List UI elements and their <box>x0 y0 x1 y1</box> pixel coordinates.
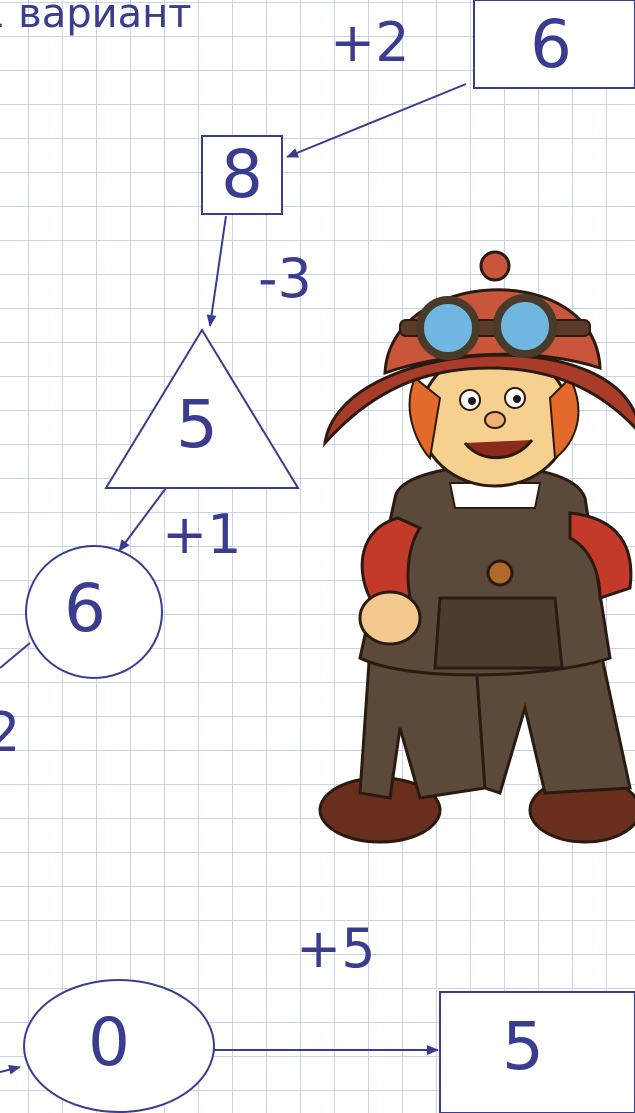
operation-minus-3: -3 <box>258 247 312 310</box>
arrow-into-bottom-circle <box>0 1064 21 1075</box>
arrow-circle-offscreen <box>0 642 31 669</box>
arrow-top-to-square <box>286 83 467 158</box>
square-value: 8 <box>221 136 263 213</box>
top-square-shape <box>473 0 635 89</box>
arrow-square-to-triangle <box>206 215 227 327</box>
bottom-circle-shape <box>23 979 215 1113</box>
triangle-shape <box>104 328 300 489</box>
right-arm <box>568 511 633 601</box>
goggle-left <box>416 296 480 360</box>
operation-plus-2: +2 <box>330 11 410 74</box>
operation-plus-5: +5 <box>296 917 376 980</box>
bottom-circle-value: 0 <box>88 1004 130 1081</box>
hair-right <box>548 376 580 460</box>
operation-plus-1: +1 <box>162 503 242 566</box>
bottom-square-value: 5 <box>502 1008 544 1085</box>
right-pupil <box>513 395 521 403</box>
page-title: 1 вариант <box>0 0 192 37</box>
circle-shape <box>25 545 163 679</box>
pocket <box>433 596 564 670</box>
circle-value: 6 <box>64 570 106 647</box>
hat-brim <box>322 353 635 448</box>
arrow-triangle-to-circle <box>118 487 167 552</box>
button <box>486 559 514 587</box>
operation-2: 2 <box>0 701 21 764</box>
square-shape <box>201 135 283 215</box>
triangle-value: 5 <box>176 386 218 463</box>
hair <box>408 376 442 461</box>
trousers-right <box>473 646 632 795</box>
smile <box>463 439 534 460</box>
nose <box>484 411 506 429</box>
hat-knob <box>479 250 511 282</box>
goggle-right <box>493 294 557 358</box>
boy-character-illustration <box>318 250 635 844</box>
left-pupil <box>468 397 476 405</box>
top-square-value: 6 <box>530 6 572 83</box>
left-hand <box>358 590 422 646</box>
bottom-square-shape <box>439 991 635 1113</box>
